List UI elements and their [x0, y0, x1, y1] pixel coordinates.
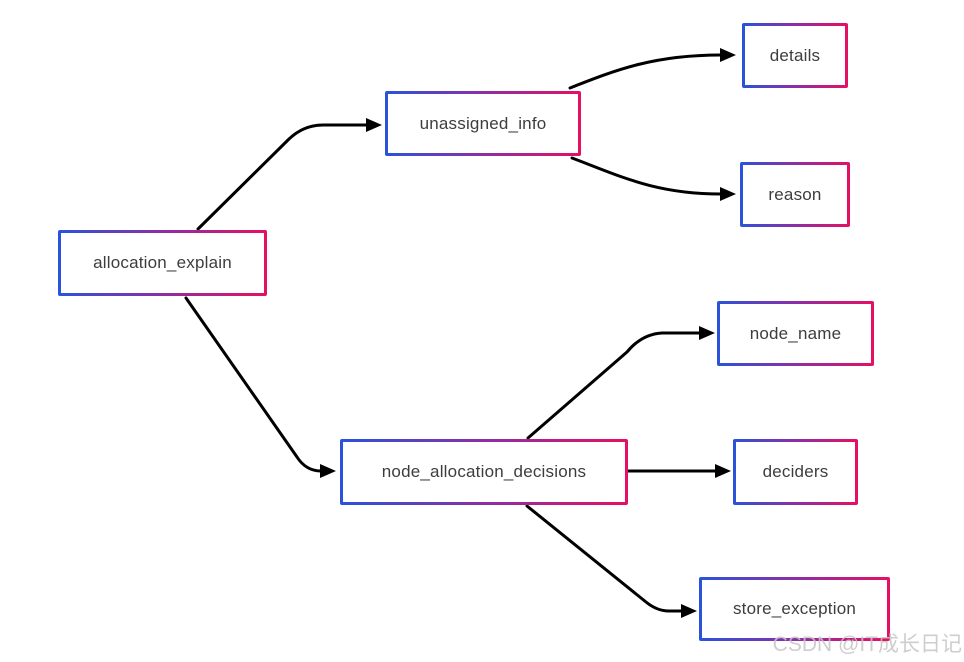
- node-label: node_name: [749, 323, 842, 343]
- node-label: details: [769, 45, 821, 65]
- edge-node-allocation-decisions-to-store-exception: [525, 504, 697, 618]
- node-label: unassigned_info: [419, 113, 547, 133]
- edge-unassigned-info-to-details: [568, 48, 736, 90]
- node-label: allocation_explain: [93, 253, 232, 272]
- node-details: details: [742, 23, 848, 88]
- node-label: deciders: [762, 462, 829, 481]
- node-node-name: node_name: [717, 301, 874, 366]
- node-store-exception: store_exception: [699, 577, 890, 641]
- edge-unassigned-info-to-reason: [570, 156, 736, 201]
- node-node-allocation-decisions: node_allocation_decisions: [340, 439, 628, 505]
- node-label: store_exception: [732, 599, 857, 618]
- edge-node-allocation-decisions-to-node-name: [526, 326, 715, 440]
- node-label: node_allocation_decisions: [381, 462, 587, 481]
- edge-allocation-explain-to-unassigned-info: [196, 118, 382, 231]
- node-unassigned-info: unassigned_info: [385, 91, 581, 156]
- node-deciders: deciders: [733, 439, 858, 505]
- node-label: reason: [768, 184, 822, 204]
- node-reason: reason: [740, 162, 850, 227]
- edge-allocation-explain-to-node-allocation-decisions: [184, 296, 336, 478]
- node-allocation-explain: allocation_explain: [58, 230, 267, 296]
